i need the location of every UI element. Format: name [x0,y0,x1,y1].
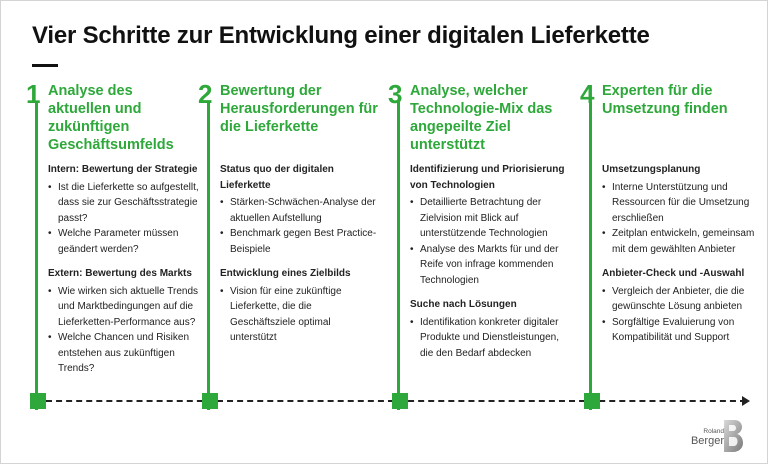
bullet-item: Welche Chancen und Risiken entstehen aus… [48,330,204,377]
section: Extern: Bewertung des Markts Wie wirken … [48,266,204,377]
section: Suche nach Lösungen Identifikation konkr… [410,297,575,361]
step-number: 4 [580,79,595,109]
section: Anbieter-Check und -Auswahl Vergleich de… [602,266,762,346]
step-body: Status quo der digitalen Lieferkette Stä… [220,162,380,355]
bullet-item: Welche Parameter müssen geändert werden? [48,226,204,257]
bullet-item: Interne Unterstützung und Ressourcen für… [602,180,762,227]
step-title: Bewertung der Herausforderungen für die … [220,83,378,135]
step-title: Analyse des aktuellen und zukünftigen Ge… [48,83,174,153]
logo-line-2: Berger [690,435,724,447]
section-heading: Extern: Bewertung des Markts [48,268,192,279]
step-body: Identifizierung und Priorisierung von Te… [410,162,575,370]
bullet-item: Ist die Lieferkette so aufgestellt, dass… [48,180,204,227]
brand-logo-text: Roland Berger [691,428,724,447]
timeline-marker [392,393,408,409]
step-body: Umsetzungsplanung Interne Unterstützung … [602,162,762,355]
section-heading: Entwicklung eines Zielbilds [220,268,351,279]
section: Intern: Bewertung der Strategie Ist die … [48,162,204,257]
step-number: 2 [198,79,213,109]
timeline-marker [202,393,218,409]
step-title: Experten für die Umsetzung finden [602,83,728,117]
section-heading: Suche nach Lösungen [410,299,517,310]
brand-logo-icon [724,420,743,452]
step-line [207,102,210,410]
bullet-item: Zeitplan entwickeln, gemeinsam mit dem g… [602,226,762,257]
bullet-item: Vergleich der Anbieter, die die gewünsch… [602,284,762,315]
timeline-marker [30,393,46,409]
section: Umsetzungsplanung Interne Unterstützung … [602,162,762,257]
logo-line-1: Roland [703,428,724,435]
bullet-item: Identifikation konkreter digitaler Produ… [410,315,575,362]
bullet-item: Wie wirken sich aktuelle Trends und Mark… [48,284,204,331]
bullet-item: Stärken-Schwächen-Analyse der aktuellen … [220,195,380,226]
step-title: Analyse, welcher Technologie-Mix das ang… [410,83,553,153]
bullet-item: Benchmark gegen Best Practice-Beispiele [220,226,380,257]
step-number: 3 [388,79,403,109]
section-heading: Identifizierung und Priorisierung von Te… [410,164,565,191]
diagram-title: Vier Schritte zur Entwicklung einer digi… [32,22,650,49]
section: Status quo der digitalen Lieferkette Stä… [220,162,380,257]
section-heading: Umsetzungsplanung [602,164,701,175]
bullet-item: Sorgfältige Evaluierung von Kompatibilit… [602,315,762,346]
step-line [35,102,38,410]
step-line [397,102,400,410]
bullet-item: Detaillierte Betrachtung der Zielvision … [410,195,575,242]
section-heading: Anbieter-Check und -Auswahl [602,268,745,279]
bullet-item: Analyse des Markts für und der Reife von… [410,242,575,289]
title-underline [32,64,58,67]
section: Entwicklung eines Zielbilds Vision für e… [220,266,380,346]
section-heading: Intern: Bewertung der Strategie [48,164,198,175]
step-line [589,102,592,410]
section-heading: Status quo der digitalen Lieferkette [220,164,334,191]
timeline-marker [584,393,600,409]
timeline-arrowhead-icon [742,396,750,406]
step-body: Intern: Bewertung der Strategie Ist die … [48,162,204,386]
section: Identifizierung und Priorisierung von Te… [410,162,575,288]
bullet-item: Vision für eine zukünftige Lieferkette, … [220,284,380,346]
step-number: 1 [26,79,41,109]
